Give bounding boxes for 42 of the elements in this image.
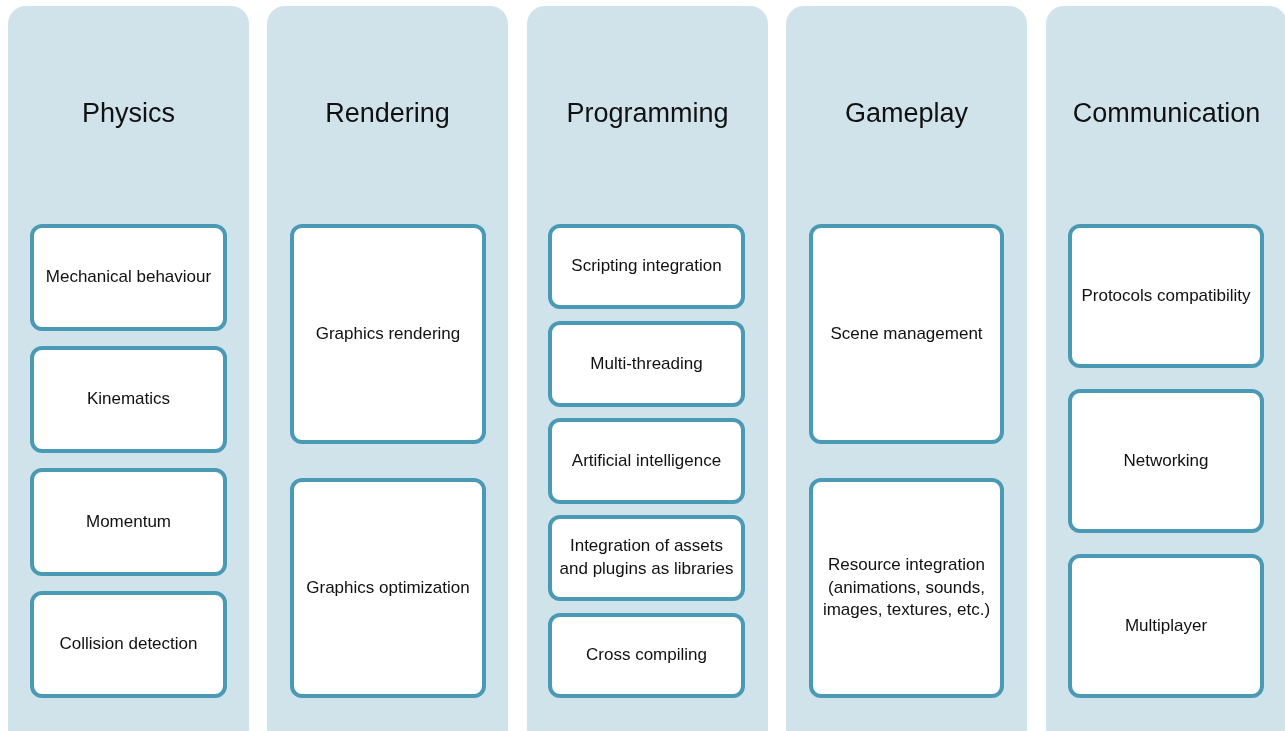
feature-label: Graphics rendering xyxy=(314,322,462,345)
feature-box xyxy=(30,346,227,453)
feature-box xyxy=(548,224,745,309)
feature-label: Mechanical behaviour xyxy=(44,266,213,289)
feature-box xyxy=(1068,389,1264,533)
column-heading: Gameplay xyxy=(843,98,970,129)
feature-box xyxy=(1068,554,1264,698)
feature-box xyxy=(548,321,745,407)
category-column xyxy=(1046,6,1285,731)
feature-label: Networking xyxy=(1122,449,1210,472)
category-column xyxy=(267,6,508,731)
category-column xyxy=(527,6,768,731)
feature-box xyxy=(809,478,1004,698)
feature-box xyxy=(548,613,745,698)
category-column xyxy=(786,6,1027,731)
column-heading: Physics xyxy=(81,98,176,129)
feature-label: Cross compiling xyxy=(585,644,708,667)
feature-label: Kinematics xyxy=(85,388,172,411)
feature-label: Scene management xyxy=(829,322,984,345)
feature-box xyxy=(548,515,745,601)
feature-label: Collision detection xyxy=(58,633,199,656)
feature-label: Protocols compatibility xyxy=(1080,284,1252,307)
feature-box xyxy=(30,468,227,576)
feature-box xyxy=(1068,224,1264,368)
feature-box xyxy=(30,224,227,331)
feature-label: Resource integration (animations, sounds, images, textures, etc.) xyxy=(821,553,992,622)
feature-label: Multi-threading xyxy=(589,352,704,375)
column-heading: Communication xyxy=(1071,98,1262,129)
feature-box xyxy=(809,224,1004,444)
feature-box xyxy=(290,478,486,698)
feature-label: Momentum xyxy=(85,510,172,533)
feature-label: Artificial intelligence xyxy=(570,449,723,472)
feature-box xyxy=(548,418,745,504)
feature-label: Scripting integration xyxy=(570,255,723,278)
feature-label: Graphics optimization xyxy=(305,576,471,599)
feature-label: Multiplayer xyxy=(1123,614,1209,637)
feature-box xyxy=(290,224,486,444)
category-column xyxy=(8,6,249,731)
column-heading: Programming xyxy=(565,98,730,129)
feature-box xyxy=(30,591,227,698)
feature-label: Integration of assets and plugins as libraries xyxy=(558,535,735,580)
column-heading: Rendering xyxy=(324,98,451,129)
